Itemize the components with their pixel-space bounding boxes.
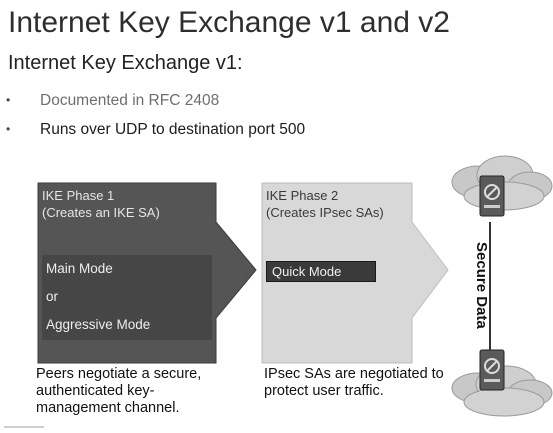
vpn-device-icon — [479, 349, 505, 391]
phase1-mode-box: Main Mode or Aggressive Mode — [42, 255, 212, 340]
quick-mode-box: Quick Mode — [266, 261, 376, 282]
phase2-title: IKE Phase 2 (Creates IPsec SAs) — [266, 188, 384, 220]
bullet-list: • Documented in RFC 2408 • Runs over UDP… — [6, 86, 305, 144]
bullet-item: • Documented in RFC 2408 — [6, 86, 305, 115]
slide-title: Internet Key Exchange v1 and v2 — [8, 6, 450, 39]
bullet-item: • Runs over UDP to destination port 500 — [6, 115, 305, 144]
quick-mode-label: Quick Mode — [272, 264, 342, 279]
main-mode-label: Main Mode — [46, 261, 113, 276]
bullet-dot-icon: • — [6, 122, 11, 136]
ike-phase2-box: IKE Phase 2 (Creates IPsec SAs) Quick Mo… — [262, 183, 412, 363]
bullet-text: Runs over UDP to destination port 500 — [40, 121, 306, 138]
ike-phase1-box: IKE Phase 1 (Creates an IKE SA) Main Mod… — [38, 183, 216, 363]
slide-subtitle: Internet Key Exchange v1: — [8, 52, 243, 74]
phase1-title: IKE Phase 1 (Creates an IKE SA) — [42, 188, 160, 220]
bullet-dot-icon: • — [6, 93, 11, 107]
footer-divider — [4, 426, 44, 428]
phase1-caption: Peers negotiate a secure, authenticated … — [36, 366, 202, 416]
phase2-caption: IPsec SAs are negotiated to protect user… — [264, 366, 444, 399]
aggressive-mode-label: Aggressive Mode — [46, 317, 151, 332]
vpn-device-icon — [479, 175, 505, 217]
secure-data-label: Secure Data — [473, 242, 490, 329]
bullet-text: Documented in RFC 2408 — [40, 92, 220, 109]
or-label: or — [46, 289, 59, 304]
